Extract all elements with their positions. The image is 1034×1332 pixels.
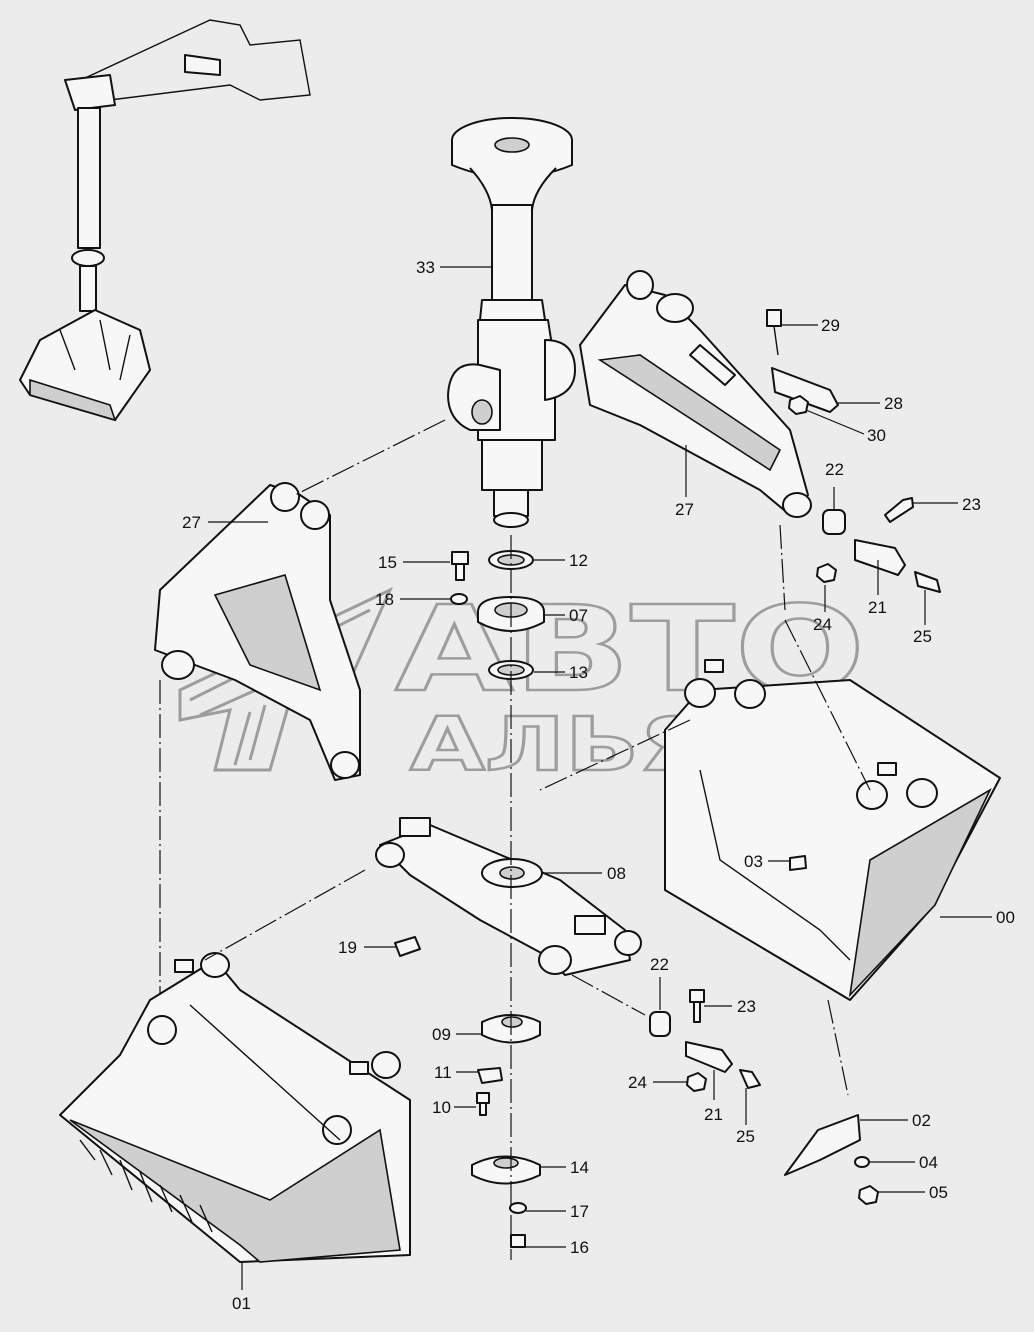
svg-text:22: 22 <box>825 460 844 479</box>
svg-text:30: 30 <box>867 426 886 445</box>
callout-10: 10 <box>432 1098 476 1117</box>
callout-21b: 21 <box>704 1070 723 1124</box>
callout-07: 07 <box>545 606 588 625</box>
svg-text:25: 25 <box>913 627 932 646</box>
callout-18: 18 <box>375 590 450 609</box>
svg-text:14: 14 <box>570 1158 589 1177</box>
callout-22a: 22 <box>825 460 844 509</box>
part-27-left-link <box>154 482 361 781</box>
part-00-right-bucket <box>664 659 1001 1001</box>
callout-01: 01 <box>232 1262 251 1313</box>
svg-text:00: 00 <box>996 908 1015 927</box>
svg-text:21: 21 <box>704 1105 723 1124</box>
svg-text:11: 11 <box>434 1063 452 1082</box>
callout-27b: 27 <box>182 513 268 532</box>
svg-text:21: 21 <box>868 598 887 617</box>
part-08-cross-arm <box>375 817 642 976</box>
callout-12: 12 <box>534 551 588 570</box>
svg-text:24: 24 <box>813 615 832 634</box>
callout-30: 30 <box>805 409 886 445</box>
svg-text:27: 27 <box>675 500 694 519</box>
pin-set-upper <box>766 309 941 593</box>
svg-text:24: 24 <box>628 1073 647 1092</box>
svg-text:05: 05 <box>929 1183 948 1202</box>
svg-text:15: 15 <box>378 553 397 572</box>
svg-text:03: 03 <box>744 852 763 871</box>
callout-25b: 25 <box>736 1088 755 1146</box>
callout-11: 11 <box>434 1063 478 1082</box>
svg-text:23: 23 <box>737 997 756 1016</box>
callout-23a: 23 <box>912 495 981 514</box>
callout-00: 00 <box>940 908 1015 927</box>
svg-text:08: 08 <box>607 864 626 883</box>
callout-29: 29 <box>781 316 840 335</box>
callout-22b: 22 <box>650 955 669 1010</box>
svg-text:19: 19 <box>338 938 357 957</box>
svg-text:29: 29 <box>821 316 840 335</box>
callout-09: 09 <box>432 1025 482 1044</box>
callout-14: 14 <box>540 1158 589 1177</box>
svg-text:18: 18 <box>375 590 394 609</box>
callout-33: 33 <box>416 258 493 277</box>
lower-small-parts <box>471 989 879 1248</box>
callout-04: 04 <box>870 1153 938 1172</box>
callout-24b: 24 <box>628 1073 688 1092</box>
callout-03: 03 <box>744 852 790 871</box>
callout-16: 16 <box>525 1238 589 1257</box>
svg-text:27: 27 <box>182 513 201 532</box>
svg-text:16: 16 <box>570 1238 589 1257</box>
svg-text:12: 12 <box>569 551 588 570</box>
callout-02: 02 <box>860 1111 931 1130</box>
svg-text:13: 13 <box>569 663 588 682</box>
part-01-left-bucket <box>59 952 411 1263</box>
svg-text:09: 09 <box>432 1025 451 1044</box>
part-27-right-link <box>579 270 812 518</box>
callout-25a: 25 <box>913 590 932 646</box>
callout-19: 19 <box>338 938 397 957</box>
callouts: 33 29 28 30 27 27 22 23 21 24 25 15 12 1… <box>182 258 1015 1313</box>
svg-text:01: 01 <box>232 1294 251 1313</box>
center-lines <box>159 419 871 1260</box>
svg-text:02: 02 <box>912 1111 931 1130</box>
svg-text:17: 17 <box>570 1202 589 1221</box>
callout-17: 17 <box>526 1202 589 1221</box>
svg-text:23: 23 <box>962 495 981 514</box>
svg-text:22: 22 <box>650 955 669 974</box>
callout-13: 13 <box>534 663 588 682</box>
svg-text:10: 10 <box>432 1098 451 1117</box>
callout-27a: 27 <box>675 445 694 519</box>
callout-08: 08 <box>542 864 626 883</box>
callout-05: 05 <box>878 1183 948 1202</box>
svg-text:04: 04 <box>919 1153 938 1172</box>
svg-text:25: 25 <box>736 1127 755 1146</box>
overview-sketch <box>19 19 311 422</box>
callout-28: 28 <box>838 394 903 413</box>
svg-text:33: 33 <box>416 258 435 277</box>
part-33-column <box>447 117 576 528</box>
callout-15: 15 <box>378 553 450 572</box>
callout-23b: 23 <box>704 997 756 1016</box>
svg-text:07: 07 <box>569 606 588 625</box>
callout-21a: 21 <box>868 560 887 617</box>
callout-24a: 24 <box>813 585 832 634</box>
svg-text:28: 28 <box>884 394 903 413</box>
